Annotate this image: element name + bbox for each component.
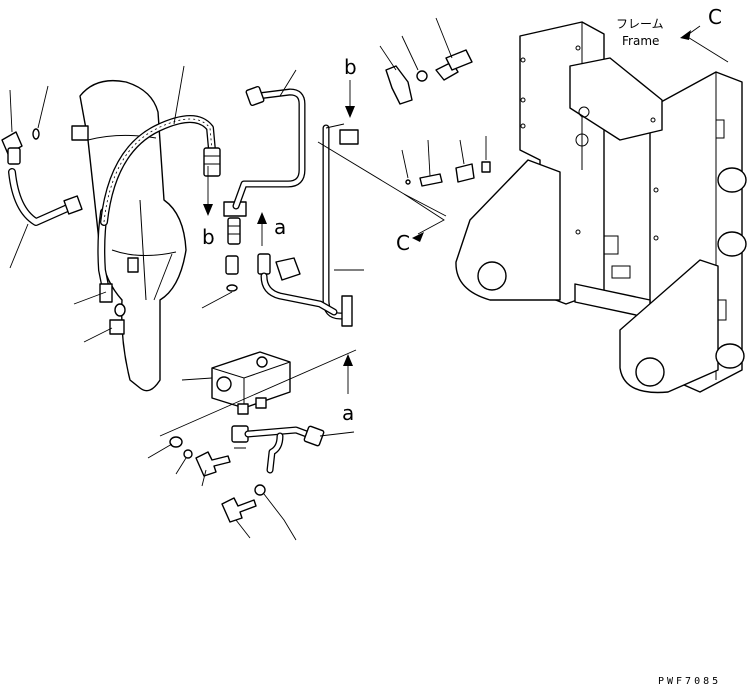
view-b-label-top: b bbox=[344, 55, 357, 79]
view-a-indicator-top: a bbox=[257, 212, 286, 246]
left-hose-assembly bbox=[1, 125, 139, 335]
view-c-indicator-left: C bbox=[317, 141, 447, 255]
valve-bolts bbox=[169, 436, 266, 523]
cylinder-body bbox=[79, 79, 187, 392]
valve-block bbox=[211, 351, 291, 415]
lower-tube bbox=[231, 425, 325, 474]
right-tube bbox=[322, 123, 359, 327]
frame-label: フレーム Frame bbox=[616, 17, 664, 48]
frame-label-english: Frame bbox=[622, 34, 659, 48]
view-b-indicator-top: b bbox=[344, 55, 357, 118]
upper-tube bbox=[232, 85, 306, 210]
view-a-indicator-bottom: a bbox=[159, 349, 357, 437]
drawing-code: PWF7085 bbox=[658, 676, 721, 687]
view-a-label-bottom: a bbox=[342, 401, 354, 425]
view-a-label-top: a bbox=[274, 215, 286, 239]
leader-lines bbox=[9, 17, 487, 541]
view-c-label-right: C bbox=[708, 5, 722, 29]
frame-label-japanese: フレーム bbox=[616, 17, 664, 31]
view-b-indicator-bottom: b bbox=[202, 166, 215, 249]
clamp-parts bbox=[385, 49, 473, 105]
grease-fittings bbox=[405, 161, 491, 187]
nipple-and-oring bbox=[225, 255, 239, 292]
view-c-label-left: C bbox=[396, 231, 410, 255]
middle-tube bbox=[257, 253, 338, 316]
view-b-label-bottom: b bbox=[202, 225, 215, 249]
main-frame bbox=[455, 21, 747, 394]
view-c-indicator-right: C bbox=[680, 5, 729, 63]
